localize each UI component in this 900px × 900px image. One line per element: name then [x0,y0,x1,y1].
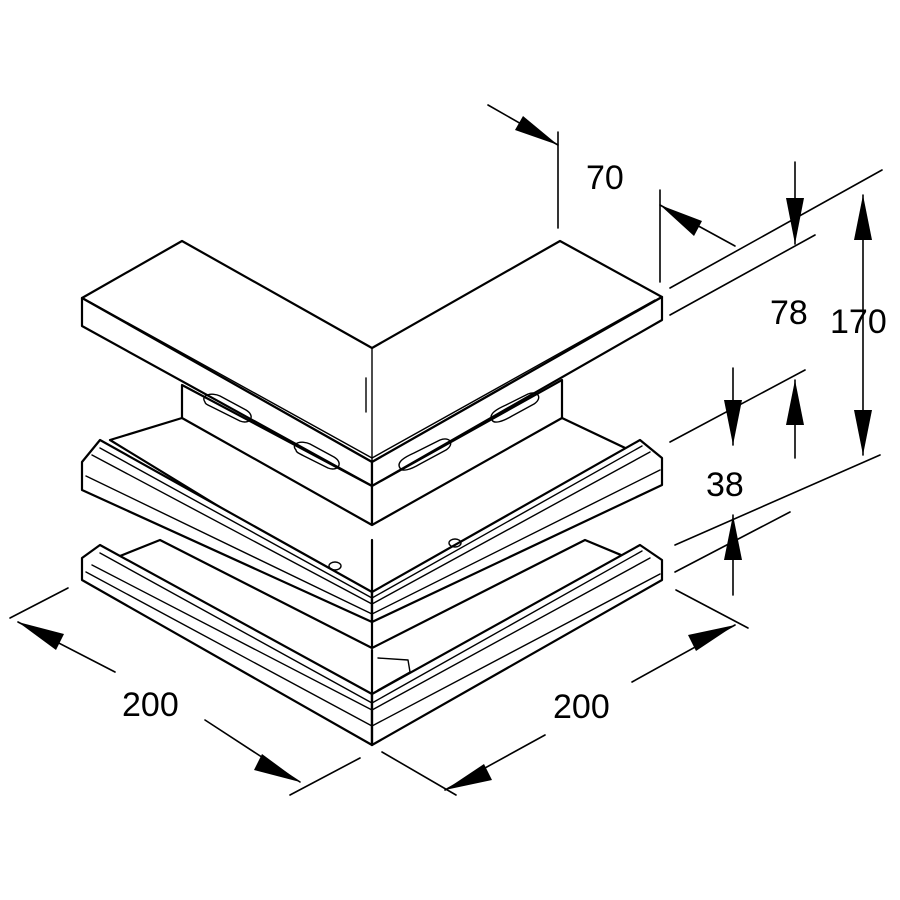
dim-length-left: 200 [122,686,179,724]
lower-rail [80,538,664,747]
dimension-lines [9,104,883,796]
upper-rail [80,416,664,652]
dim-rail-height: 38 [706,466,744,504]
dim-depth-top: 70 [586,159,624,197]
dim-length-right: 200 [553,688,610,726]
dim-cover-height: 78 [770,294,808,332]
dim-total-height: 170 [830,303,887,341]
